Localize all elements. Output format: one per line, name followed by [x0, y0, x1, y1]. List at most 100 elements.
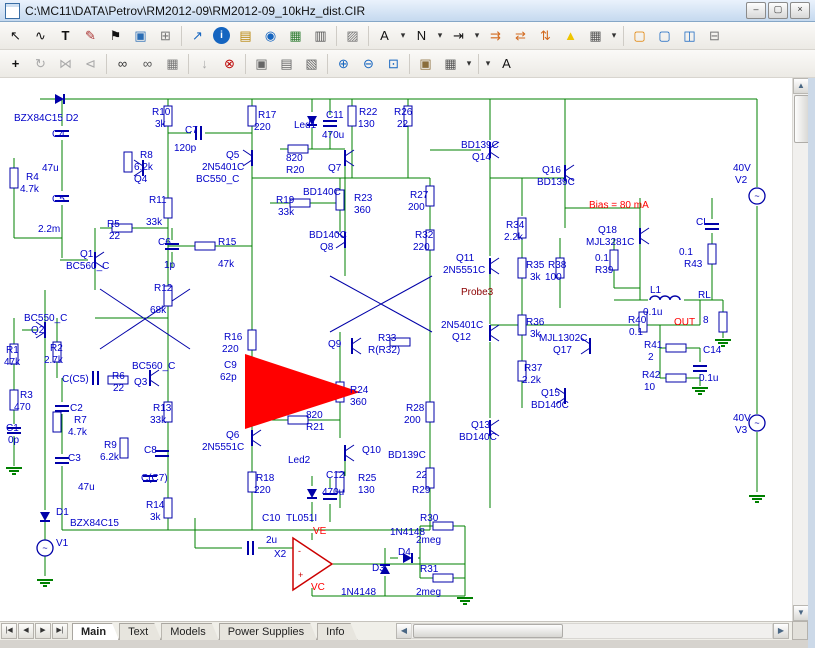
maximize-button[interactable]: ▢: [768, 2, 788, 19]
component-label[interactable]: R2: [50, 343, 63, 354]
component-label[interactable]: R20: [286, 165, 305, 176]
find-icon[interactable]: ∞: [117, 56, 128, 71]
component-label[interactable]: 220: [222, 344, 239, 355]
tab-main[interactable]: Main: [72, 623, 119, 640]
component-label[interactable]: Q3: [134, 377, 148, 388]
component-label[interactable]: 3k: [530, 329, 541, 340]
component-label[interactable]: Q15: [541, 388, 560, 399]
condition-display-icon[interactable]: ⇅: [540, 27, 551, 43]
component-label[interactable]: R29: [412, 485, 431, 496]
page-icon[interactable]: ▢: [658, 27, 671, 43]
component-label[interactable]: 22: [109, 231, 121, 242]
component-label[interactable]: R1: [6, 345, 19, 356]
component-label[interactable]: BC550_C: [24, 313, 68, 324]
component-label[interactable]: C4: [52, 129, 65, 140]
component-label[interactable]: Q17: [553, 345, 572, 356]
component-label[interactable]: VC: [311, 582, 325, 593]
component-label[interactable]: R36: [526, 317, 545, 328]
component-label[interactable]: 2.7k: [44, 355, 63, 366]
component-label[interactable]: 40V: [733, 413, 751, 424]
component-label[interactable]: 1N4148: [390, 527, 426, 538]
flip-vertical-icon[interactable]: ⊲: [85, 55, 96, 71]
scroll-up-button[interactable]: ▲: [793, 78, 809, 94]
component-label[interactable]: 1N4148: [341, 587, 377, 598]
component-label[interactable]: 130: [358, 119, 375, 130]
component-label[interactable]: BD140C: [309, 230, 347, 241]
component-label[interactable]: R32: [415, 230, 434, 241]
component-label[interactable]: R23: [354, 193, 373, 204]
node-numbers-caret[interactable]: ▾: [437, 30, 443, 40]
component-label[interactable]: C(C5): [62, 374, 89, 385]
component-label[interactable]: V3: [735, 425, 748, 436]
monitor-icon[interactable]: ▣: [134, 27, 147, 43]
component-label[interactable]: 2: [648, 352, 654, 363]
component-label[interactable]: MJL1302C: [539, 333, 588, 344]
component-label[interactable]: R19: [276, 195, 295, 206]
component-label[interactable]: BD140C: [303, 187, 341, 198]
font-icon[interactable]: A: [502, 56, 511, 71]
component-label[interactable]: Led2: [288, 455, 311, 466]
component-label[interactable]: CL: [696, 217, 709, 228]
find-next-icon[interactable]: ∞: [142, 56, 153, 71]
component-label[interactable]: R25: [358, 473, 377, 484]
vertical-scrollbar[interactable]: ▲ ▼: [792, 78, 810, 621]
component-label[interactable]: MJL3281C: [586, 237, 635, 248]
component-label[interactable]: R22: [359, 107, 378, 118]
component-label[interactable]: R39: [595, 265, 614, 276]
component-label[interactable]: R13: [153, 403, 172, 414]
component-label[interactable]: R42: [642, 370, 661, 381]
component-label[interactable]: 8: [703, 315, 709, 326]
component-label[interactable]: Q12: [452, 332, 471, 343]
warning-icon[interactable]: ▲: [564, 28, 577, 43]
component-label[interactable]: R4: [26, 172, 39, 183]
component-label[interactable]: BD139C: [537, 177, 575, 188]
step-down-icon[interactable]: ↓: [201, 56, 208, 71]
component-label[interactable]: R8: [140, 150, 153, 161]
component-label[interactable]: R3: [20, 390, 33, 401]
component-label[interactable]: 47u: [42, 163, 59, 174]
copy-icon[interactable]: ▣: [255, 55, 268, 71]
component-label[interactable]: R21: [306, 422, 325, 433]
component-label[interactable]: R43: [684, 259, 703, 270]
component-label[interactable]: R26: [394, 107, 413, 118]
tab-nav-1[interactable]: ◀: [18, 623, 34, 639]
component-label[interactable]: 0.1: [629, 327, 643, 338]
component-label[interactable]: R28: [406, 403, 425, 414]
component-label[interactable]: BC560_C: [132, 361, 176, 372]
tab-nav-3[interactable]: ▶|: [52, 623, 68, 639]
graphics-mode-icon[interactable]: ✎: [85, 27, 96, 43]
component-label[interactable]: OUT: [674, 317, 696, 328]
wire-mode-icon[interactable]: ∿: [35, 27, 46, 43]
component-label[interactable]: Q6: [226, 430, 240, 441]
component-label[interactable]: C6: [158, 237, 171, 248]
component-label[interactable]: 3k: [155, 119, 166, 130]
component-label[interactable]: BZX84C15 D2: [14, 113, 79, 124]
close-button[interactable]: ×: [790, 2, 810, 19]
paste-icon[interactable]: ▧: [305, 55, 318, 71]
power-display-icon[interactable]: ⇄: [515, 27, 526, 43]
component-label[interactable]: BC560_C: [66, 261, 110, 272]
spreadsheet-icon[interactable]: ▦: [289, 27, 302, 43]
zoom-out-icon[interactable]: ⊖: [363, 55, 374, 71]
component-label[interactable]: 47k: [218, 259, 235, 270]
component-label[interactable]: 130: [358, 485, 375, 496]
component-label[interactable]: 3k: [150, 512, 161, 523]
component-label[interactable]: 22: [416, 470, 428, 481]
component-label[interactable]: Q14: [472, 152, 491, 163]
component-label[interactable]: C2: [70, 403, 83, 414]
component-label[interactable]: D1: [56, 507, 69, 518]
analysis-probe-icon[interactable]: ↗: [192, 27, 203, 43]
component-label[interactable]: V1: [56, 538, 69, 549]
component-label[interactable]: 6.2k: [100, 452, 119, 463]
component-label[interactable]: C3: [68, 453, 81, 464]
component-label[interactable]: Q4: [134, 174, 148, 185]
component-label[interactable]: R15: [218, 237, 237, 248]
component-label[interactable]: R9: [104, 440, 117, 451]
report-icon[interactable]: ▥: [314, 27, 327, 43]
component-label[interactable]: 470u: [322, 130, 345, 141]
zoom-area-icon[interactable]: ⊡: [388, 55, 399, 71]
component-label[interactable]: R18: [256, 473, 275, 484]
component-label[interactable]: R17: [258, 110, 277, 121]
component-label[interactable]: BD139C: [461, 140, 499, 151]
component-label[interactable]: 120p: [174, 143, 197, 154]
